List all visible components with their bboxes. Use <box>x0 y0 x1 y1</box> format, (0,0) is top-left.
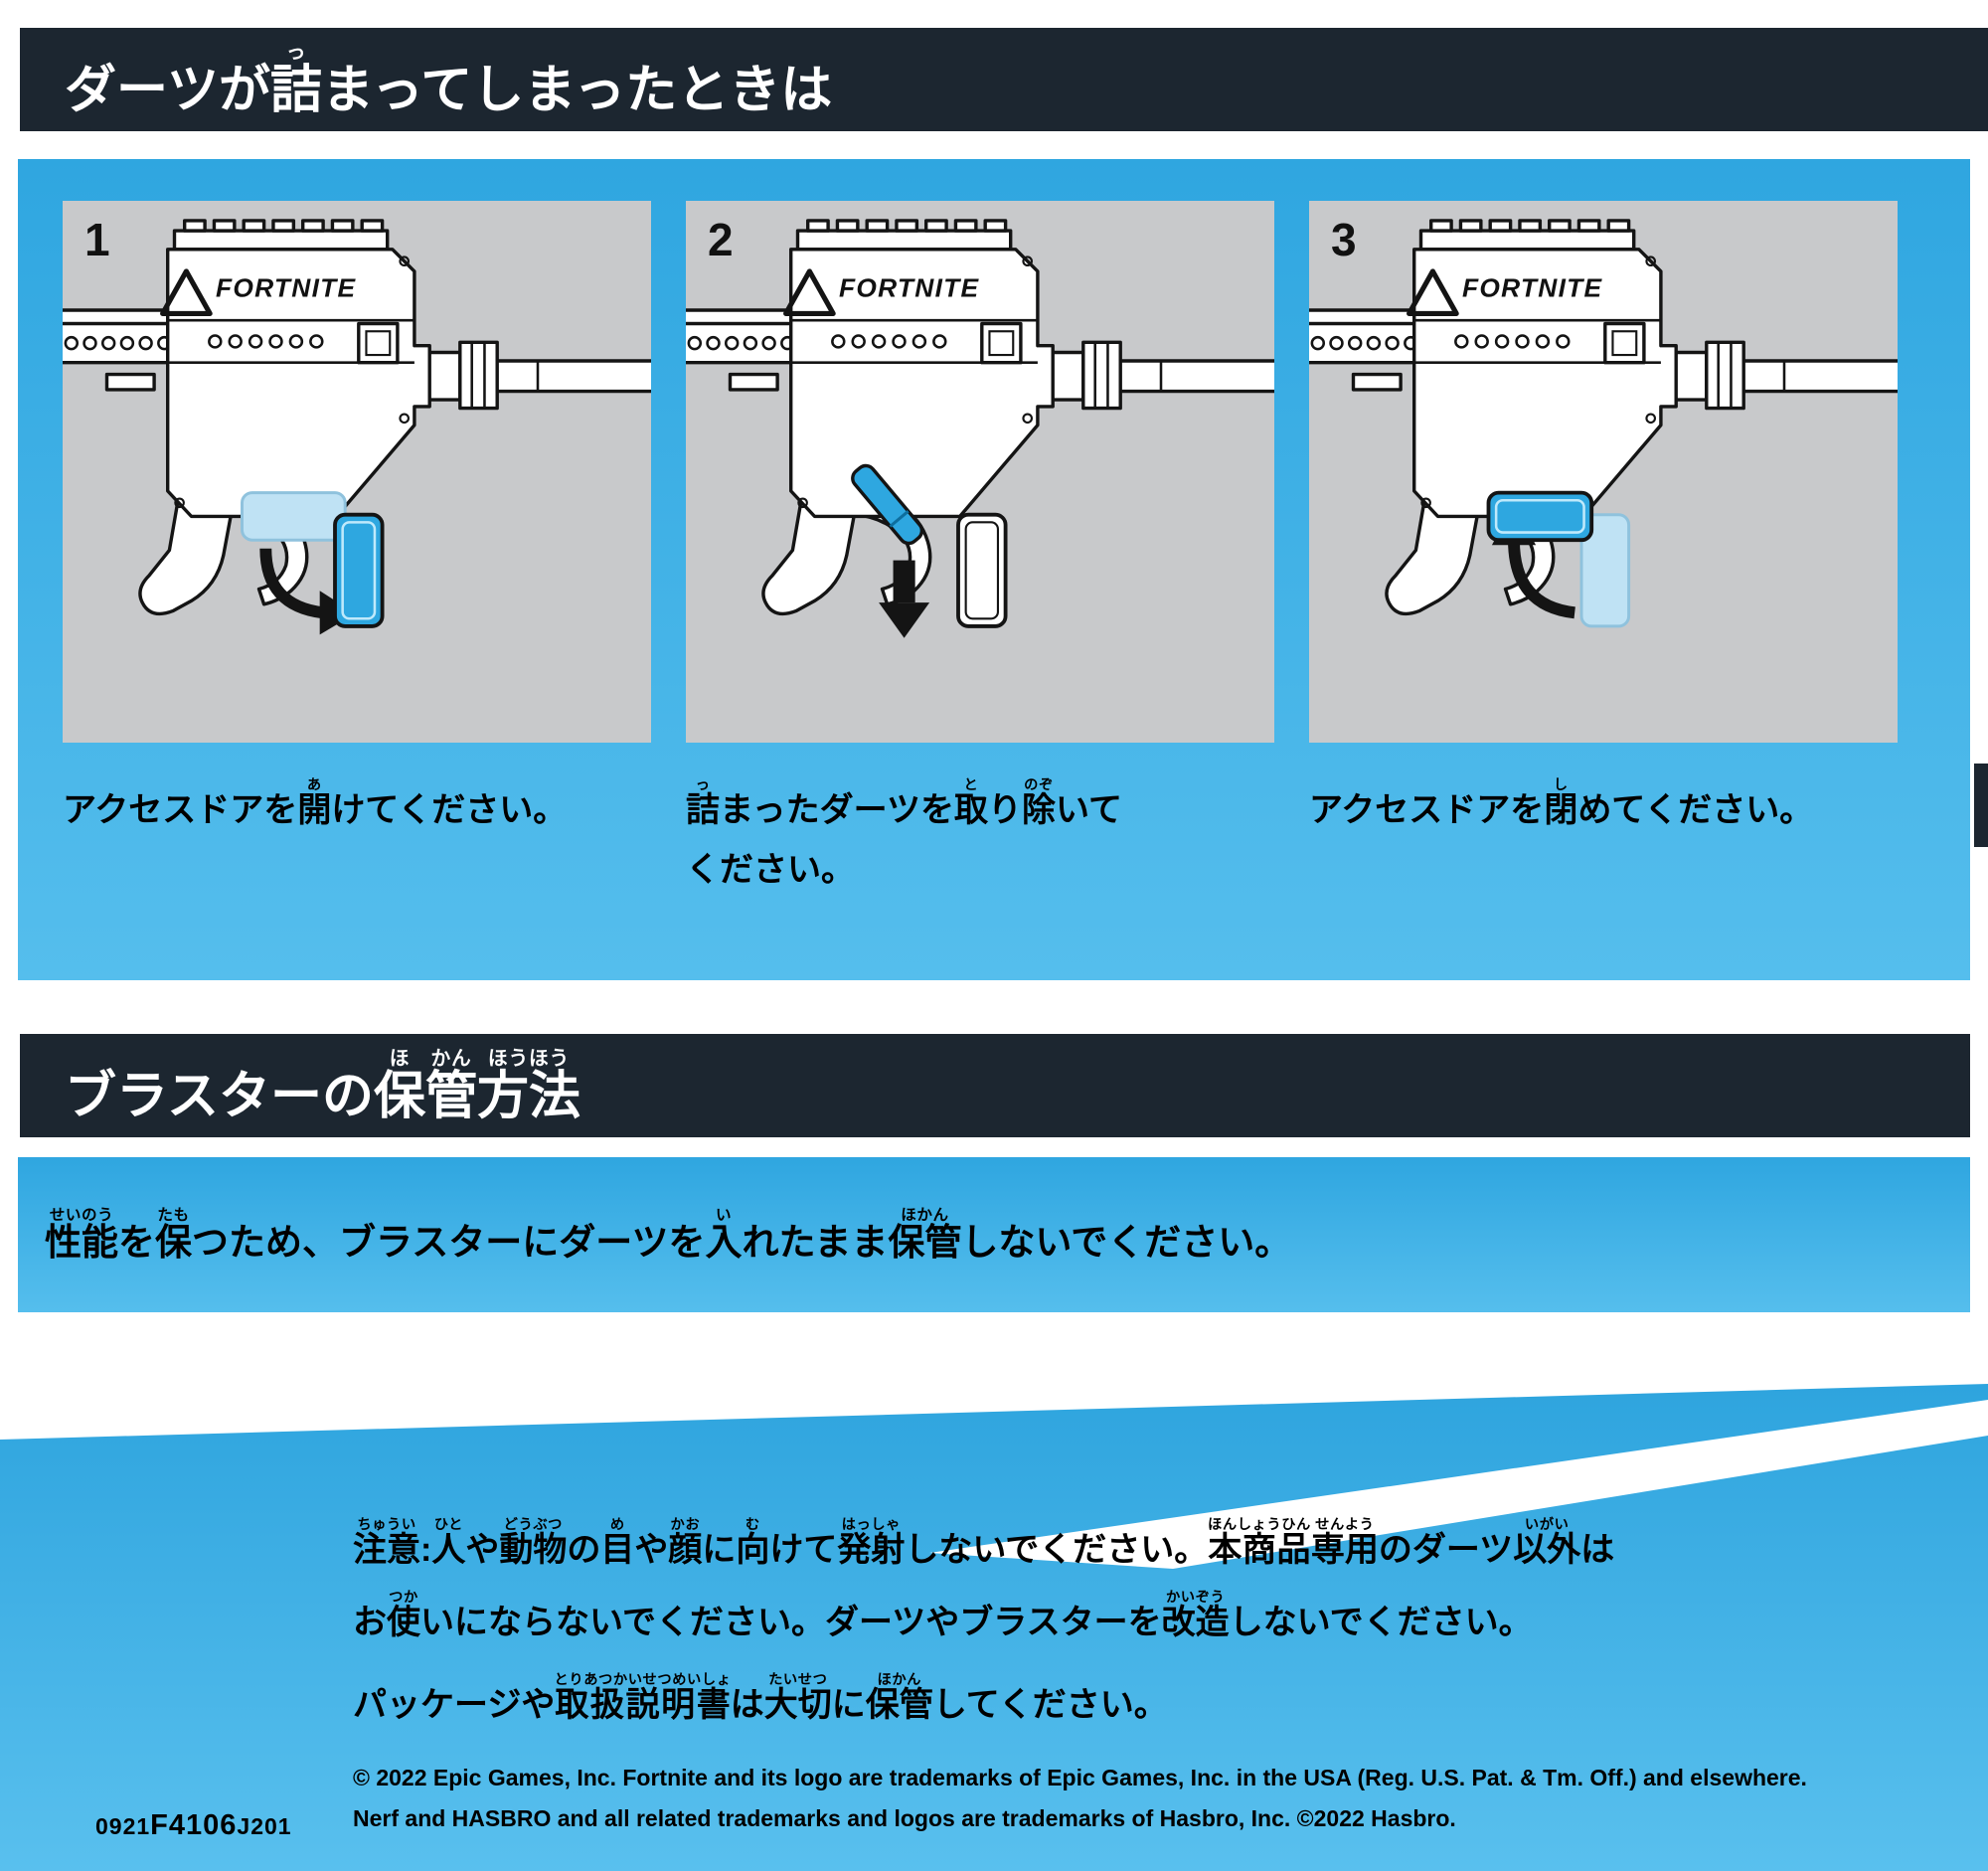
illustration-step-2 <box>686 201 1274 638</box>
product-code-main: F4106 <box>150 1809 238 1841</box>
caution-line-3: パッケージや取扱説明書とりあつかいせつめいしょは大切たいせつに保管ほかんしてくだ… <box>353 1672 1168 1724</box>
blue-slash-graphic <box>0 1384 1988 1871</box>
storage-instruction: 性能せいのうを保たもつため、ブラスターにダーツを入いれたまま保管ほかんしないでく… <box>45 1206 1292 1263</box>
step-panel-2: 2 <box>686 201 1274 743</box>
step-caption-1: アクセスドアを開あけてください。 <box>63 777 568 829</box>
jammed-dart <box>851 463 924 546</box>
access-door-ghost <box>1579 513 1631 628</box>
step-number-1: 1 <box>84 214 110 265</box>
caution-line-1: 注意ちゅうい:人ひとや動物どうぶつの目めや顔かおに向むけて発射はっしゃしないでく… <box>353 1517 1615 1569</box>
open-direction-arrow <box>259 548 324 619</box>
access-door-ghost <box>241 491 347 542</box>
white-slash <box>929 1400 1988 1569</box>
access-door-closed <box>1486 490 1594 543</box>
product-code-prefix: 0921 <box>95 1813 151 1839</box>
step-number-2: 2 <box>708 214 734 265</box>
legal-text: © 2022 Epic Games, Inc. Fortnite and its… <box>353 1758 1807 1839</box>
storage-section-title: ブラスターの保ほ管かん方法ほうほう <box>65 1047 581 1125</box>
close-direction-arrow <box>1508 540 1576 619</box>
page-edge-tab <box>1974 764 1988 847</box>
jam-section: 1 2 <box>18 159 1970 980</box>
legal-line-2: Nerf and HASBRO and all related trademar… <box>353 1804 1456 1831</box>
jam-section-title: ダーツが詰っまってしまったときは <box>65 41 833 119</box>
product-code-suffix: J201 <box>237 1813 292 1839</box>
bottom-section: 注意ちゅうい:人ひとや動物どうぶつの目めや顔かおに向むけて発射はっしゃしないでく… <box>0 1312 1988 1871</box>
jam-section-header: ダーツが詰っまってしまったときは <box>20 28 1988 131</box>
remove-direction-arrow <box>879 560 930 638</box>
caution-line-2: お使つかいにならないでください。ダーツやブラスターを改造かいぞうしないでください… <box>353 1590 1533 1641</box>
step-number-3: 3 <box>1331 214 1357 265</box>
storage-section-header: ブラスターの保ほ管かん方法ほうほう <box>20 1034 1970 1137</box>
access-door-open <box>956 512 1008 628</box>
step-caption-2: 詰っまったダーツを取とり除のぞいてください。 <box>686 777 1122 889</box>
step-panel-3: 3 <box>1309 201 1898 743</box>
illustration-step-3 <box>1309 201 1898 628</box>
storage-section: 性能せいのうを保たもつため、ブラスターにダーツを入いれたまま保管ほかんしないでく… <box>18 1157 1970 1312</box>
access-door-open <box>333 512 385 628</box>
illustration-step-1 <box>63 201 651 635</box>
step-panel-1: 1 <box>63 201 651 743</box>
caution-text: 注意ちゅうい:人ひとや動物どうぶつの目めや顔かおに向むけて発射はっしゃしないでく… <box>353 1517 1614 1745</box>
legal-line-1: © 2022 Epic Games, Inc. Fortnite and its… <box>353 1765 1807 1790</box>
step-caption-3: アクセスドアを閉しめてください。 <box>1309 777 1814 829</box>
